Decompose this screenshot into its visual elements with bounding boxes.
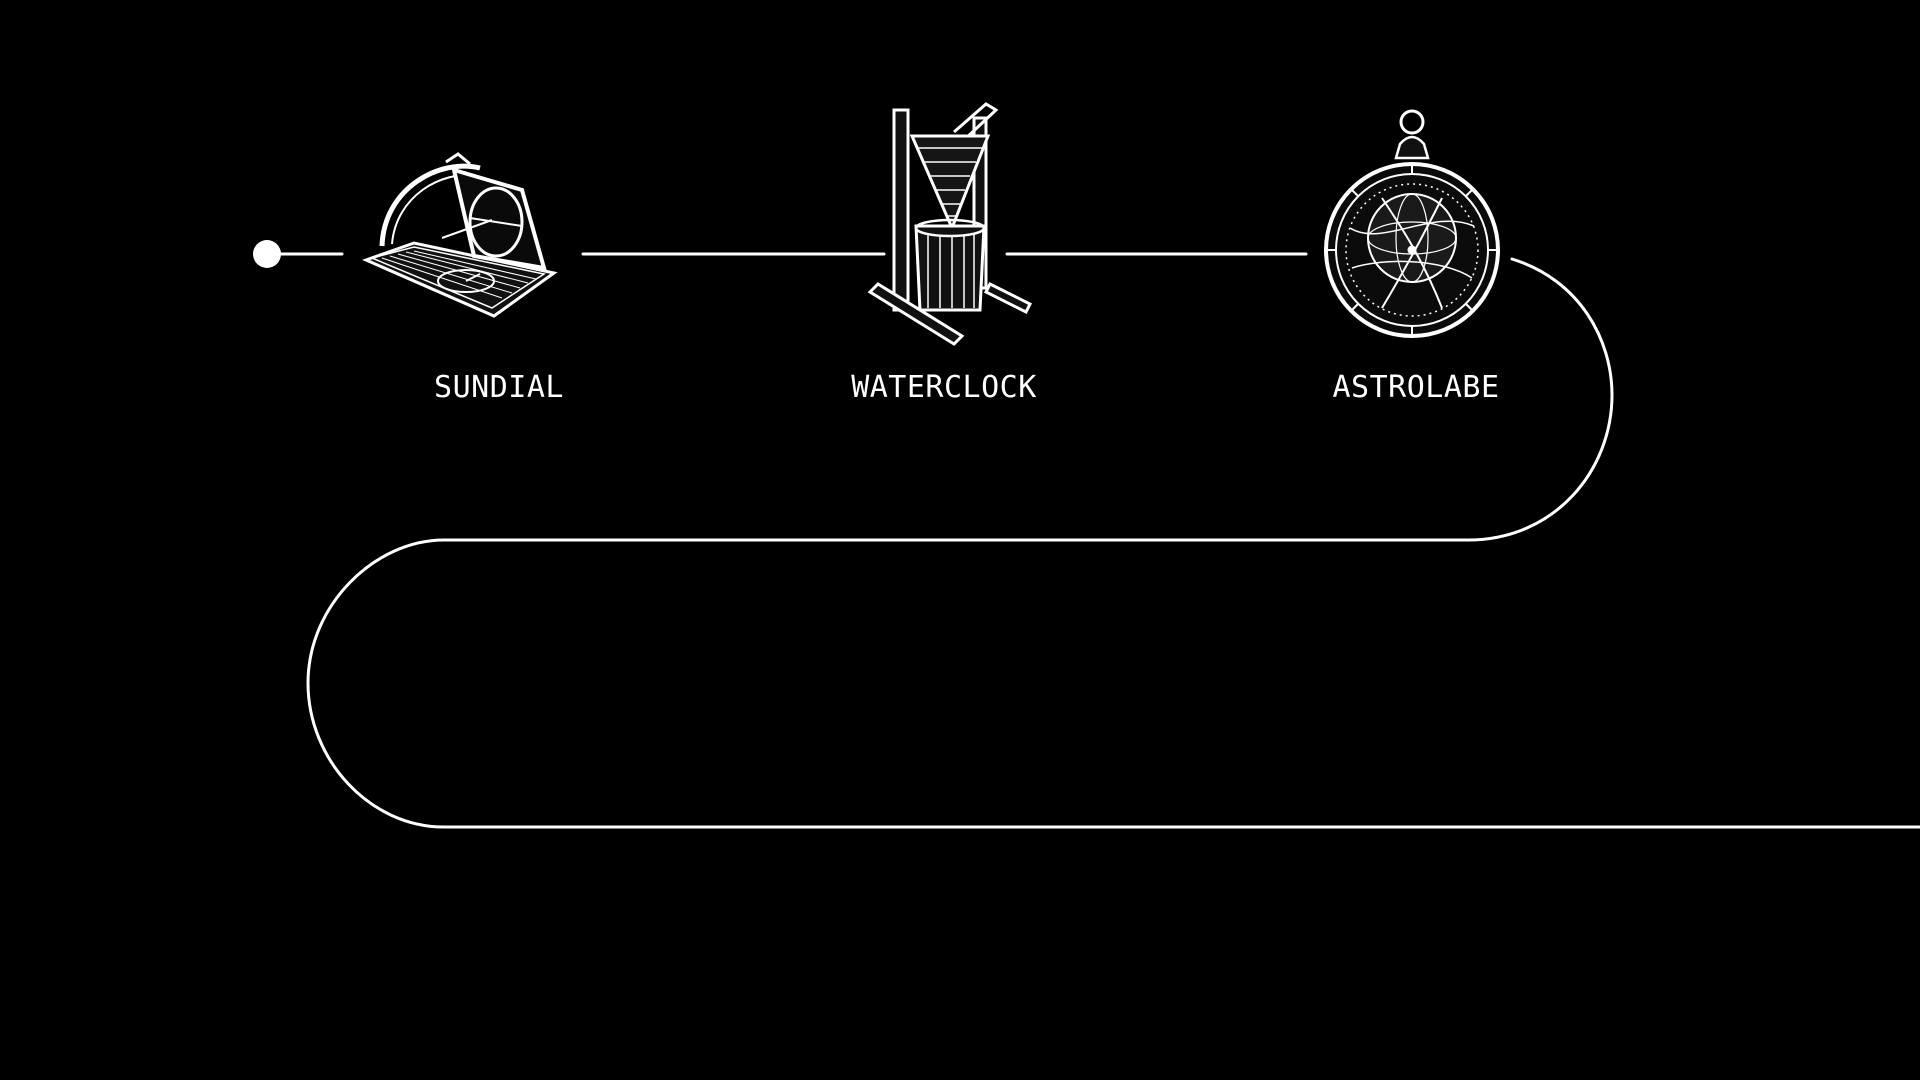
waterclock-icon (866, 96, 1036, 350)
timeline-start-dot (253, 240, 281, 268)
path-serpentine (306, 257, 1920, 829)
astrolabe-icon (1322, 108, 1502, 344)
stage-label-waterclock: WATERCLOCK (851, 370, 1037, 405)
sundial-icon (362, 148, 562, 320)
stage-label-astrolabe: ASTROLABE (1332, 370, 1500, 405)
stage-label-sundial: SUNDIAL (434, 370, 564, 405)
